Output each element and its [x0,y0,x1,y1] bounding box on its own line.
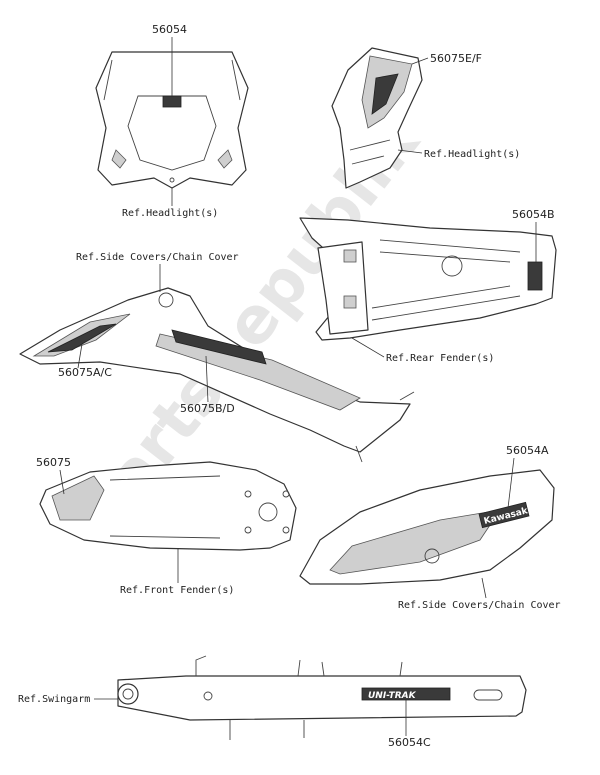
part-number-56054: 56054 [152,23,187,36]
part-number-56075E-F: 56075E/F [430,52,482,65]
swingarm-part: UNI-TRAK [117,655,527,740]
part-number-56054A: 56054A [506,444,549,457]
side-cover-part [19,287,415,463]
part-number-56075B-D: 56075B/D [180,402,235,415]
headlight-side-decal-part [331,47,423,189]
ref-swingarm-label: Ref.Swingarm [18,694,90,705]
ref-headlight-label-2: Ref.Headlight(s) [424,149,520,160]
part-number-56075: 56075 [36,456,71,469]
front-fender-part [39,461,297,551]
ref-side-covers-label-1: Ref.Side Covers/Chain Cover [76,252,239,263]
side-cover-logo-decal [171,329,267,365]
unitrak-logo-decal: UNI-TRAK [361,687,451,701]
ref-side-covers-label-2: Ref.Side Covers/Chain Cover [398,600,561,611]
ref-front-fender-label: Ref.Front Fender(s) [120,585,234,596]
part-number-56054C: 56054C [388,736,431,749]
side-cover-right-part: Kawasaki [299,469,555,585]
rear-fender-part [299,217,557,341]
rear-fender-logo-decal [527,261,543,291]
svg-text:UNI-TRAK: UNI-TRAK [368,691,417,701]
headlight-logo-decal [162,95,182,108]
part-number-56054B: 56054B [512,208,555,221]
part-number-56075A-C: 56075A/C [58,366,112,379]
ref-headlight-label-1: Ref.Headlight(s) [122,208,218,219]
ref-rear-fender-label: Ref.Rear Fender(s) [386,353,494,364]
